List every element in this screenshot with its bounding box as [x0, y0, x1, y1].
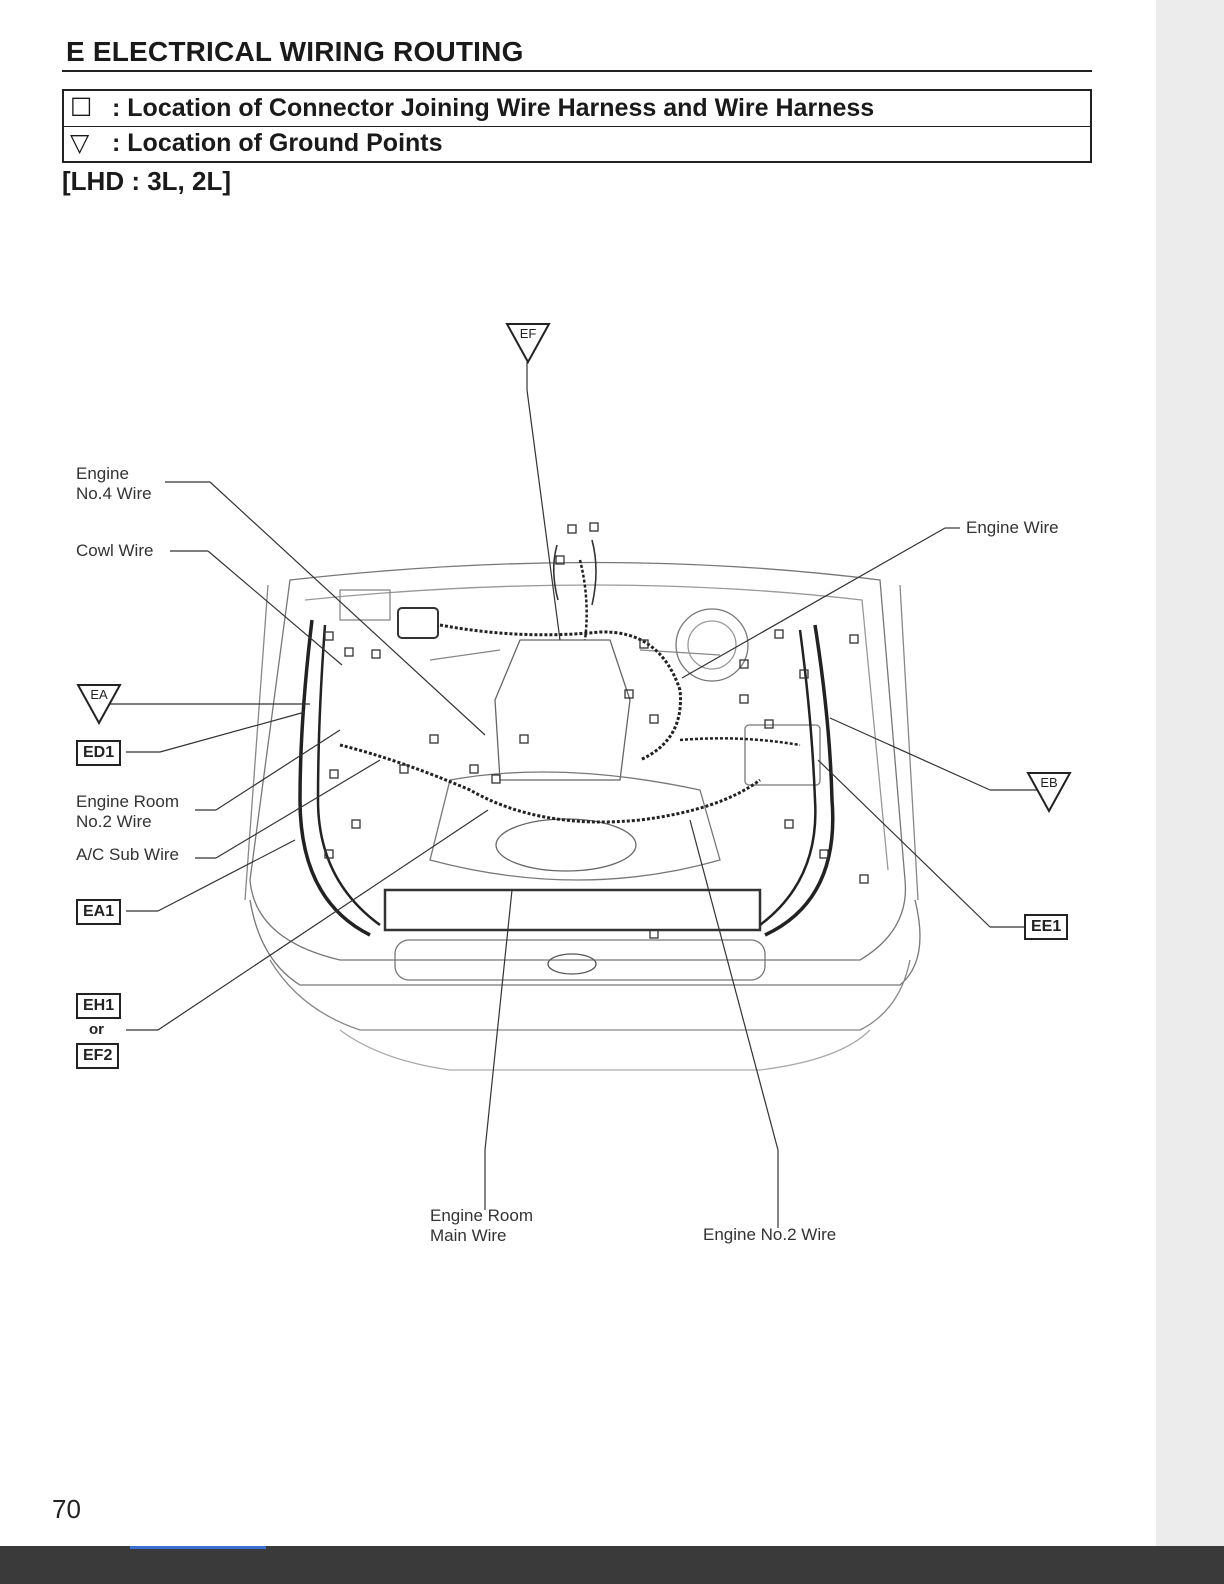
scan-strip-tab	[130, 1546, 266, 1549]
adjacent-page-edge	[1156, 0, 1224, 1584]
connector-eh1: EH1	[76, 993, 121, 1019]
connector-or-label: or	[89, 1021, 104, 1038]
connector-ee1: EE1	[1024, 914, 1068, 940]
engine-wire-label: Engine Wire	[966, 518, 1059, 538]
engine-no4-wire-line1: Engine	[76, 464, 152, 484]
engine-no4-wire-line2: No.4 Wire	[76, 484, 152, 504]
engine-no2-wire-label: Engine No.2 Wire	[703, 1225, 836, 1245]
connector-ea1: EA1	[76, 899, 121, 925]
ground-label-ef: EF	[508, 326, 548, 341]
ac-sub-wire-label: A/C Sub Wire	[76, 845, 179, 865]
ground-label-eb: EB	[1029, 775, 1069, 790]
engine-room-main-line1: Engine Room	[430, 1206, 533, 1226]
cowl-wire-label: Cowl Wire	[76, 541, 153, 561]
engine-no4-wire-label: Engine No.4 Wire	[76, 464, 152, 504]
engine-room-main-wire-label: Engine Room Main Wire	[430, 1206, 533, 1246]
engine-room-no2-line2: No.2 Wire	[76, 812, 179, 832]
connector-ed1: ED1	[76, 740, 121, 766]
ground-label-ea: EA	[79, 687, 119, 702]
engine-room-no2-line1: Engine Room	[76, 792, 179, 812]
scan-bottom-strip	[0, 1546, 1224, 1584]
page-number: 70	[52, 1494, 81, 1525]
engine-room-main-line2: Main Wire	[430, 1226, 533, 1246]
connector-ef2: EF2	[76, 1043, 119, 1069]
engine-room-no2-wire-label: Engine Room No.2 Wire	[76, 792, 179, 832]
